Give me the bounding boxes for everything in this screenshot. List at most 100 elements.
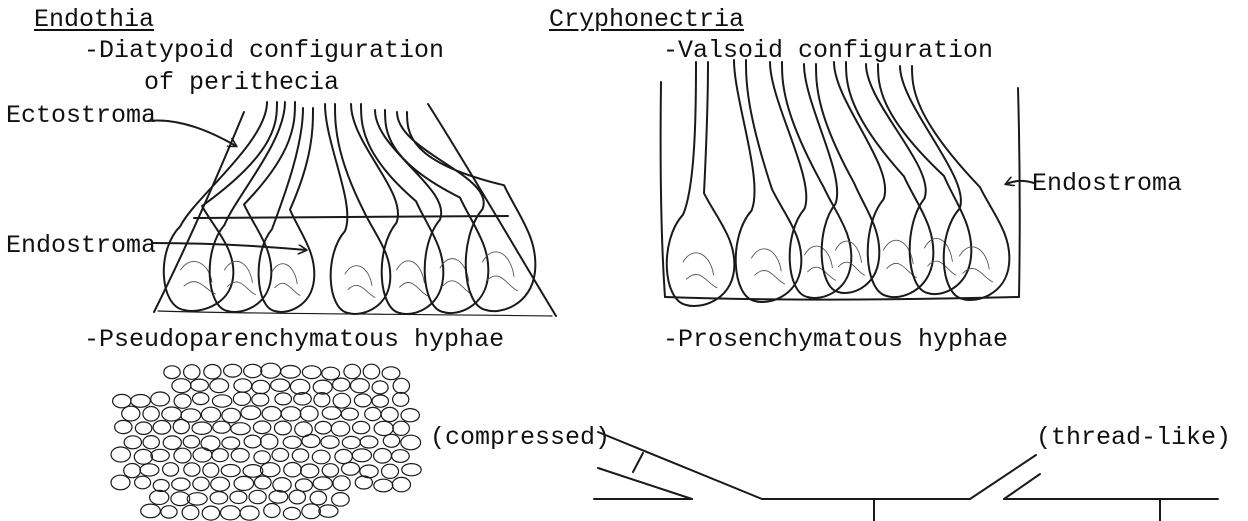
hypha-cell (301, 464, 319, 478)
hypha-cell (321, 436, 339, 449)
hypha-cell (241, 406, 261, 420)
hypha-cell (224, 364, 242, 377)
hypha-cell (210, 492, 228, 504)
hypha-cell (173, 420, 189, 434)
hypha-cell (213, 421, 231, 433)
hypha-cell (281, 407, 301, 421)
hypha-cell (212, 395, 231, 407)
perithecium-texture (925, 238, 956, 275)
hypha-cell (342, 436, 360, 448)
hypha-cell (312, 450, 330, 464)
hypha-cell (202, 506, 219, 520)
hypha-cell (341, 408, 358, 420)
hypha-cell (302, 366, 321, 379)
hypha-cell (211, 477, 230, 491)
hypha-cell (273, 478, 291, 492)
hypha-cell (261, 363, 281, 378)
hypha-cell (264, 504, 280, 518)
hypha-cell (240, 506, 259, 520)
hypha-cell (249, 490, 266, 503)
perithecium (351, 104, 443, 314)
perithecium-texture (752, 249, 785, 284)
hypha-cell (283, 436, 301, 448)
hypha-cell (191, 379, 209, 391)
hypha-cell (272, 448, 289, 461)
hypha-cell (151, 392, 170, 406)
stroma-left-wall-right (661, 82, 665, 297)
hypha-cell (184, 463, 200, 476)
perithecium-texture (397, 261, 428, 296)
hypha-cell (374, 479, 393, 492)
hypha-cell (134, 449, 152, 464)
hypha-cell (222, 437, 240, 449)
hypha-cell (332, 493, 350, 507)
hypha-cell (335, 449, 352, 463)
hypha-cell (153, 480, 169, 492)
hypha-cell (192, 422, 212, 434)
hypha-cell (333, 378, 350, 391)
hypha-cell (351, 379, 370, 393)
hypha-cell (283, 507, 300, 519)
hypha-cell (381, 407, 398, 421)
hypha-cell (231, 423, 250, 435)
perithecium (325, 104, 390, 314)
hypha-cell (252, 393, 269, 406)
hypha-cell (193, 448, 212, 462)
hypha-cell (135, 422, 151, 434)
perithecium (900, 66, 1009, 300)
hypha-cell (262, 407, 281, 421)
hypha-cell (124, 436, 141, 449)
hypha-cell (290, 379, 309, 394)
hypha-cell (221, 465, 240, 477)
hypha-cell (135, 476, 151, 489)
hypha-cell (313, 380, 332, 394)
hypha-cell (302, 435, 320, 448)
hypha-cell (131, 395, 151, 408)
perithecium (375, 110, 488, 313)
stroma-right-wall-right (1018, 88, 1020, 297)
hypha-cell (244, 364, 262, 377)
hypha-cell (314, 393, 330, 407)
hypha-cell (281, 366, 301, 379)
hypha-cell (143, 407, 159, 422)
hypha-cell (164, 366, 180, 379)
hypha-right-branch-lower (1004, 474, 1040, 499)
hypha-cell (231, 449, 249, 463)
perithecium-texture (683, 253, 717, 288)
hypha-cell (244, 435, 261, 448)
endothia-stroma (148, 104, 556, 316)
hypha-cell (234, 476, 254, 490)
hypha-cell (122, 406, 140, 421)
hypha-cell (402, 464, 421, 476)
prosenchymatous-hyphae (594, 432, 1218, 521)
hypha-cell (322, 367, 340, 380)
hypha-cell (243, 465, 263, 478)
perithecium (734, 60, 801, 302)
hypha-cell (113, 394, 131, 407)
hypha-cell (115, 420, 132, 433)
hypha-cell (393, 378, 409, 393)
hypha-cell (230, 491, 247, 503)
hypha-cell (183, 436, 199, 448)
hypha-cell (161, 506, 177, 518)
hypha-cell (184, 365, 200, 380)
hypha-cell (150, 490, 169, 504)
hypha-cell (163, 463, 179, 476)
hypha-cell (193, 393, 209, 405)
hypha-cell (401, 409, 419, 422)
hypha-left-branch (598, 432, 762, 499)
hypha-cell (141, 504, 161, 518)
hypha-cell (354, 394, 371, 407)
hypha-cell (333, 393, 350, 408)
hypha-short-upper (598, 468, 692, 499)
hypha-cell (322, 464, 338, 477)
hypha-cell (254, 451, 270, 464)
hypha-cell (124, 464, 141, 478)
hypha-cell (271, 379, 290, 391)
hypha-cell (342, 462, 360, 475)
endothia-perithecia (164, 102, 536, 314)
hypha-cell (174, 448, 191, 463)
hypha-cell (111, 475, 130, 490)
hypha-cell (252, 380, 270, 393)
